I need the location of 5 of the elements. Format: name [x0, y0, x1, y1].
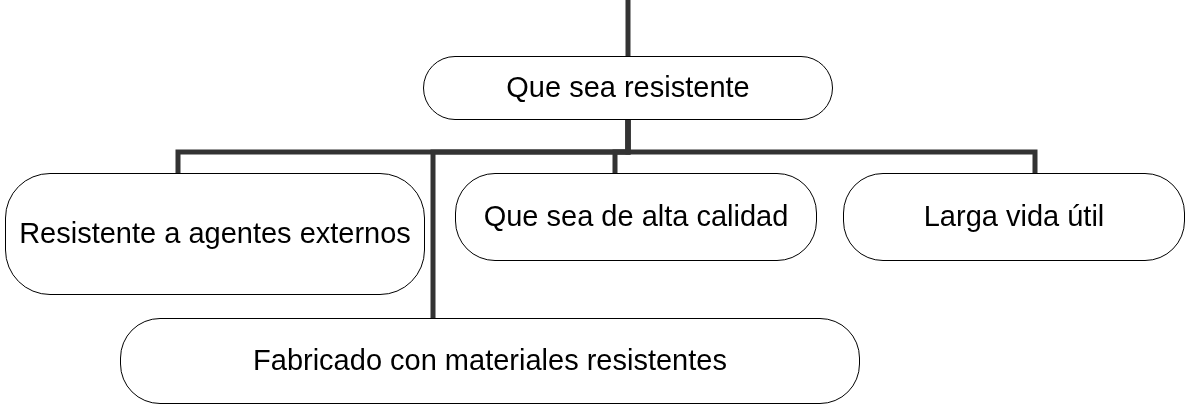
rounded-box: Fabricado con materiales resistentes [120, 318, 860, 404]
rounded-box: Resistente a agentes externos [5, 173, 425, 295]
rounded-box: Que sea resistente [423, 56, 833, 120]
rounded-box: Larga vida útil [843, 173, 1185, 261]
rounded-box: Que sea de alta calidad [455, 173, 817, 261]
